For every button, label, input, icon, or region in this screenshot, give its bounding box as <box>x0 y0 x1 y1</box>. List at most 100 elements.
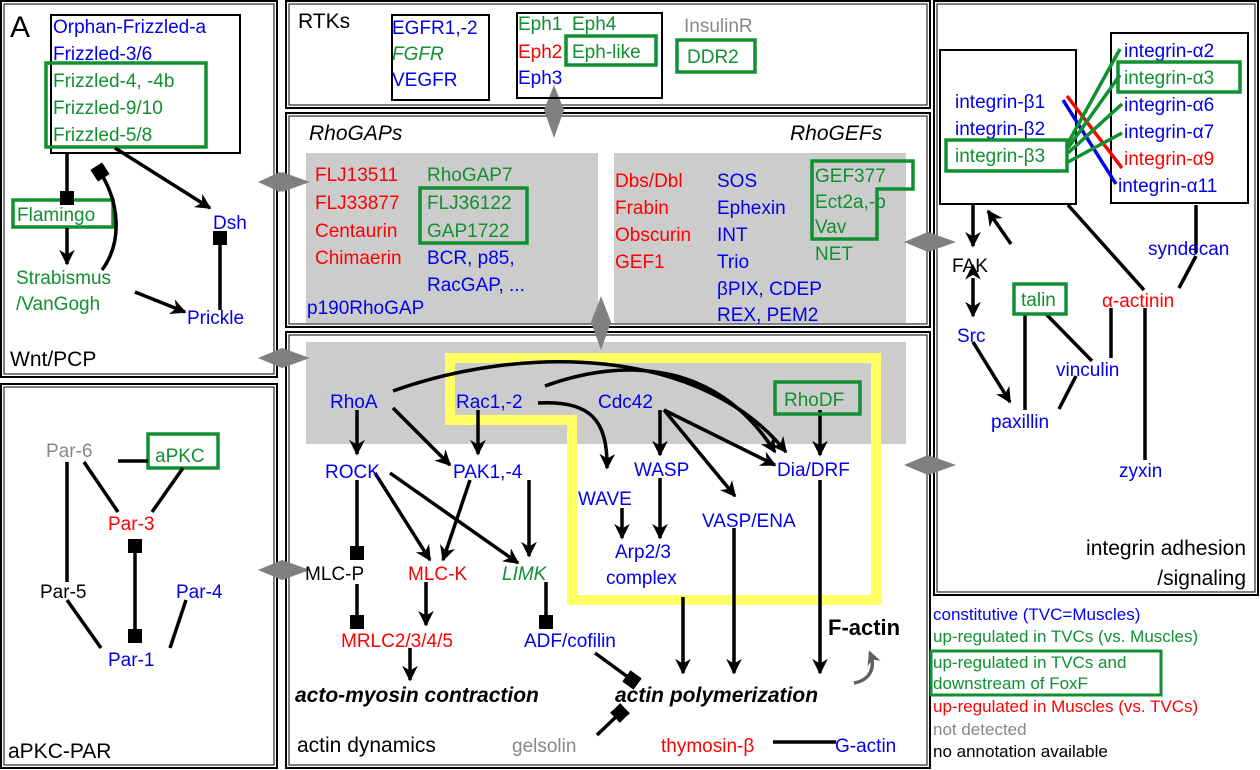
double-arrow-icon <box>904 232 956 252</box>
double-arrow-icon <box>258 172 310 192</box>
gene-label: Trio <box>717 252 749 273</box>
gene-label: Eph3 <box>518 68 562 89</box>
gene-label: Par-4 <box>176 582 223 603</box>
gene-label: BCR, p85, <box>427 248 515 269</box>
legend-up-foxf: up-regulated in TVCs and <box>933 653 1126 672</box>
panel-integrin <box>933 0 1259 596</box>
actin-edges <box>349 360 836 744</box>
gene-label: complex <box>606 568 677 589</box>
gene-label: integrin-α2 <box>1124 41 1214 62</box>
gene-label: EGFR1,-2 <box>392 18 478 39</box>
gene-label: Dbs/Dbl <box>615 171 683 192</box>
ddr2-box <box>675 38 757 74</box>
gene-label: Frizzled-3/6 <box>53 44 152 65</box>
apkc-edges <box>65 459 188 650</box>
gene-label: G-actin <box>835 736 896 757</box>
gene-label: DDR2 <box>687 47 739 68</box>
figure-label: A <box>10 11 30 44</box>
panel-title: RhoGEFs <box>790 122 883 145</box>
gene-label: MLC-P <box>305 564 364 585</box>
gene-label: Frabin <box>615 198 669 219</box>
gene-label: Ect2a,-b <box>815 192 886 213</box>
legend-up-muscle: up-regulated in Muscles (vs. TVCs) <box>933 697 1198 716</box>
gene-label: Par-3 <box>108 514 154 535</box>
gene-label: Dia/DRF <box>777 460 850 481</box>
gene-label: integrin-α11 <box>1118 176 1217 197</box>
rtk-group-box <box>391 14 490 101</box>
gene-label: /VanGogh <box>16 294 100 315</box>
gene-label: Chimaerin <box>315 248 402 269</box>
integrin-edges <box>965 203 1198 460</box>
gene-label: RacGAP, ... <box>427 275 525 296</box>
gene-label: syndecan <box>1148 239 1229 260</box>
gene-label: Eph-like <box>572 42 641 63</box>
talin-box <box>1012 282 1068 316</box>
panel-rtks <box>285 0 931 109</box>
gene-label: Flamingo <box>17 205 95 226</box>
double-arrow-icon <box>258 348 310 368</box>
gene-label: integrin-α9 <box>1124 149 1214 170</box>
gene-label: Par-1 <box>108 650 154 671</box>
gene-label: ADF/cofilin <box>524 631 616 652</box>
gene-label: MLC-K <box>408 564 467 585</box>
gene-label: Vav <box>815 217 847 238</box>
legend-constitutive: constitutive (TVC=Muscles) <box>933 605 1140 624</box>
gene-label: paxillin <box>991 412 1049 433</box>
legend-up-tvc: up-regulated in TVCs (vs. Muscles) <box>933 627 1198 646</box>
panel-title: aPKC-PAR <box>8 740 111 763</box>
gene-label: ROCK <box>325 462 380 483</box>
gene-label: InsulinR <box>684 16 753 37</box>
gene-label: integrin-α3 <box>1124 68 1214 89</box>
eph-like-box <box>564 34 658 67</box>
highlight-region <box>445 353 881 605</box>
gene-label: Prickle <box>187 308 244 329</box>
gene-label: Obscurin <box>615 225 691 246</box>
gene-label: Orphan-Frizzled-a <box>53 17 207 38</box>
panel-title: RTKs <box>298 10 350 33</box>
wnt-edges <box>59 146 227 315</box>
gene-label: FGFR <box>392 44 444 65</box>
gene-label: RhoDF <box>784 390 844 411</box>
gene-label: Eph1 <box>518 14 562 35</box>
gene-label: integrin-β3 <box>955 146 1045 167</box>
gene-label: VEGFR <box>392 70 457 91</box>
gene-label: Frizzled-9/10 <box>53 98 163 119</box>
gene-label: Rac1,-2 <box>456 392 523 413</box>
gene-label: GAP1722 <box>427 221 509 242</box>
panel-title: actin dynamics <box>297 734 436 757</box>
gene-label: WAVE <box>578 489 632 510</box>
integrin-alpha3-box <box>1116 60 1242 94</box>
gene-label: NET <box>815 244 853 265</box>
gene-label: Frizzled-4, -4b <box>53 71 174 92</box>
gene-label: vinculin <box>1056 360 1119 381</box>
legend-no-annotation: no annotation available <box>933 742 1108 761</box>
rhodf-box <box>773 380 862 416</box>
gene-label: p190RhoGAP <box>307 298 424 319</box>
gene-label: Ephexin <box>717 198 786 219</box>
panel-title: /signaling <box>1157 567 1246 590</box>
factin-arrow <box>853 650 881 685</box>
gene-label: FLJ33877 <box>315 193 400 214</box>
gene-label: integrin-β2 <box>955 119 1045 140</box>
gene-label: GEF377 <box>815 166 886 187</box>
gene-label: integrin-α6 <box>1124 95 1214 116</box>
integrin-alpha-box <box>1110 32 1249 204</box>
gene-label: WASP <box>634 460 689 481</box>
panel-title: Wnt/PCP <box>10 348 96 371</box>
gene-label: RhoGAP7 <box>427 165 513 186</box>
gene-label: Eph4 <box>572 14 617 35</box>
rhogap-shade <box>306 153 598 323</box>
gene-label: PAK1,-4 <box>453 462 523 483</box>
panel-title: RhoGAPs <box>309 122 403 145</box>
gene-label: Dsh <box>213 213 247 234</box>
gene-label: Strabismus <box>16 268 111 289</box>
integrin-pairing-lines <box>1061 48 1124 185</box>
gene-label: FAK <box>952 256 988 277</box>
rhogef-foxf-box <box>810 159 915 241</box>
gene-label: FLJ36122 <box>427 193 512 214</box>
gene-label: Frizzled-5/8 <box>53 125 152 146</box>
legend-not-detected: not detected <box>933 720 1027 739</box>
gene-label: zyxin <box>1119 461 1162 482</box>
integrin-beta3-box <box>944 138 1069 173</box>
